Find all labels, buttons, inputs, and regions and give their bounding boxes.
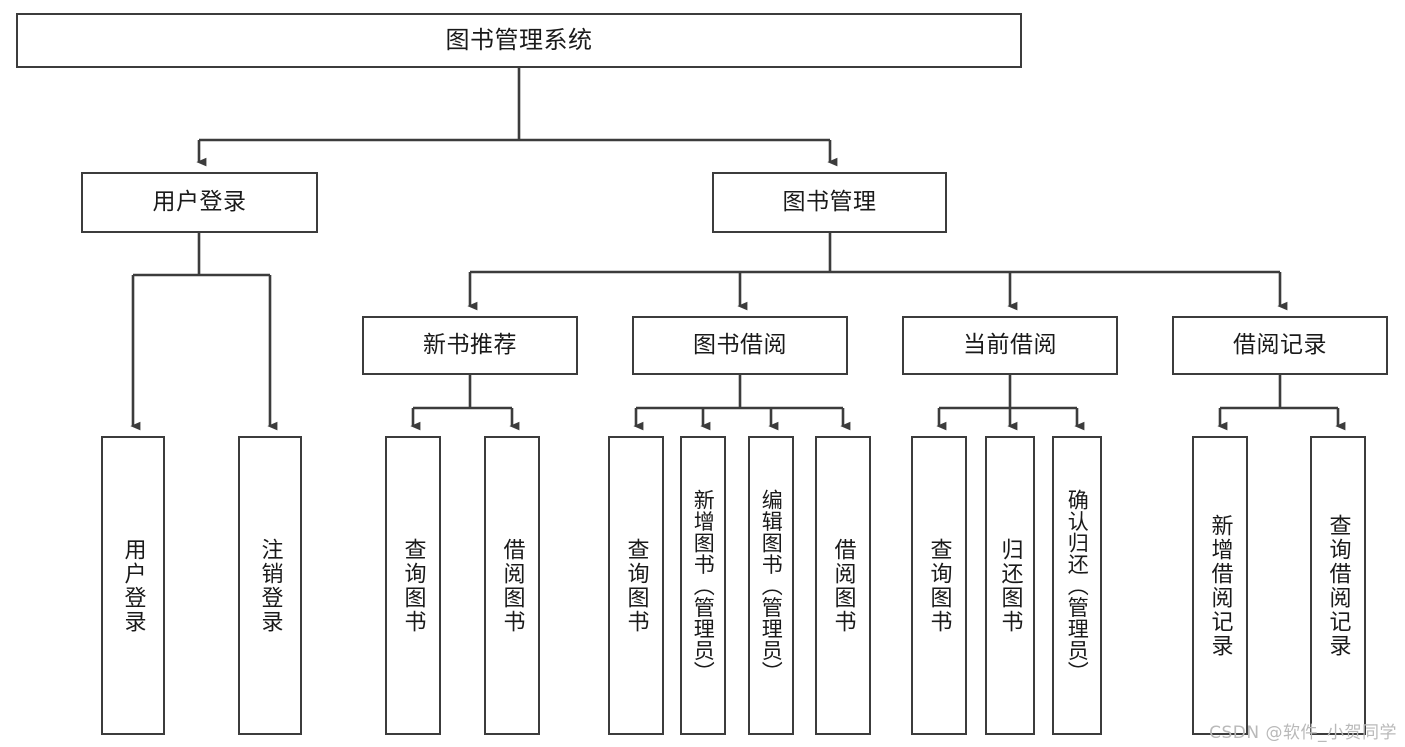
node-user-login[interactable]: 用户登录 <box>81 172 318 233</box>
leaf-label: 归还图书 <box>997 537 1023 634</box>
watermark-text: CSDN @软件_小贺同学 <box>1209 723 1397 743</box>
node-leaf-add-book-admin[interactable]: 新增图书（管理员） <box>680 436 726 735</box>
node-leaf-borrow-books-recommend[interactable]: 借阅图书 <box>484 436 540 735</box>
leaf-label: 查询借阅记录 <box>1325 513 1351 658</box>
node-borrowing-records[interactable]: 借阅记录 <box>1172 316 1388 375</box>
node-leaf-user-login[interactable]: 用户登录 <box>101 436 165 735</box>
node-leaf-query-books-borrow[interactable]: 查询图书 <box>608 436 664 735</box>
leaf-label: 新增借阅记录 <box>1207 513 1233 658</box>
leaf-label: 确认归还（管理员） <box>1065 488 1090 683</box>
leaf-label: 借阅图书 <box>499 537 525 634</box>
node-leaf-add-borrow-record[interactable]: 新增借阅记录 <box>1192 436 1248 735</box>
node-leaf-query-borrow-record[interactable]: 查询借阅记录 <box>1310 436 1366 735</box>
leaf-label: 查询图书 <box>926 537 952 634</box>
node-leaf-query-books-recommend[interactable]: 查询图书 <box>385 436 441 735</box>
node-leaf-logout[interactable]: 注销登录 <box>238 436 302 735</box>
node-leaf-return-books[interactable]: 归还图书 <box>985 436 1035 735</box>
node-leaf-edit-book-admin[interactable]: 编辑图书（管理员） <box>748 436 794 735</box>
leaf-label: 借阅图书 <box>830 537 856 634</box>
leaf-label: 编辑图书（管理员） <box>759 488 784 683</box>
node-leaf-borrow-books[interactable]: 借阅图书 <box>815 436 871 735</box>
node-current-borrowing[interactable]: 当前借阅 <box>902 316 1118 375</box>
node-new-book-recommendation[interactable]: 新书推荐 <box>362 316 578 375</box>
node-leaf-confirm-return-admin[interactable]: 确认归还（管理员） <box>1052 436 1102 735</box>
node-leaf-query-books-current[interactable]: 查询图书 <box>911 436 967 735</box>
leaf-label: 新增图书（管理员） <box>691 488 716 683</box>
leaf-label: 注销登录 <box>257 537 283 634</box>
leaf-label: 查询图书 <box>623 537 649 634</box>
node-book-management[interactable]: 图书管理 <box>712 172 947 233</box>
node-book-borrowing[interactable]: 图书借阅 <box>632 316 848 375</box>
node-root-system[interactable]: 图书管理系统 <box>16 13 1022 68</box>
leaf-label: 查询图书 <box>400 537 426 634</box>
leaf-label: 用户登录 <box>120 537 146 634</box>
